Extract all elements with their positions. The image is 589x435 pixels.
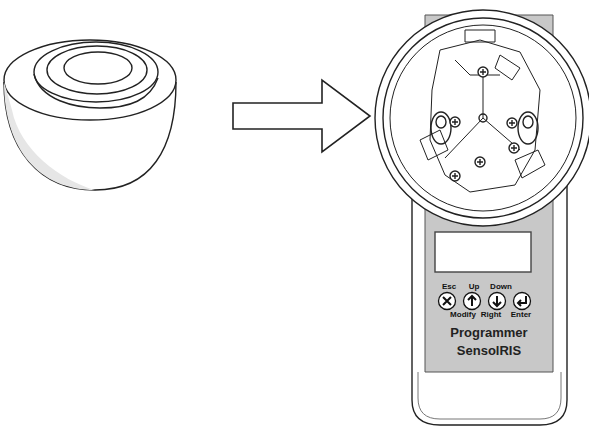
device-name: Programmer SensolRIS — [428, 324, 550, 359]
detector-ring — [34, 42, 158, 102]
key-label: Down — [490, 283, 512, 291]
detector-shade — [4, 82, 95, 190]
mounting-slot — [523, 116, 533, 128]
key-label: Modify — [450, 311, 476, 319]
lcd-display — [435, 232, 531, 272]
detector-ring — [34, 74, 158, 108]
mounting-slot — [431, 112, 451, 144]
programmer-nameplate: Programmer SensolRIS — [428, 324, 550, 360]
key-label: Right — [481, 311, 501, 319]
keypad — [439, 293, 531, 310]
base-ring — [375, 10, 589, 226]
detector-ring — [47, 46, 147, 94]
key-label: Enter — [511, 311, 531, 319]
key-symbols — [443, 296, 526, 306]
housing-edge — [418, 372, 561, 419]
base-plate — [430, 40, 540, 192]
contact-clip — [420, 30, 545, 178]
mounting-slot — [436, 116, 446, 128]
key-label: Esc — [442, 283, 456, 291]
detector-ring — [64, 52, 132, 84]
base-ring — [383, 18, 583, 218]
base-plate — [390, 25, 576, 211]
key-label: Up — [469, 283, 480, 291]
base-lines — [445, 60, 520, 158]
detector-top — [4, 40, 176, 120]
direction-arrow — [233, 80, 370, 152]
terminal-screws — [450, 67, 519, 181]
centre-pin — [479, 114, 487, 122]
mounting-slot — [518, 112, 538, 144]
